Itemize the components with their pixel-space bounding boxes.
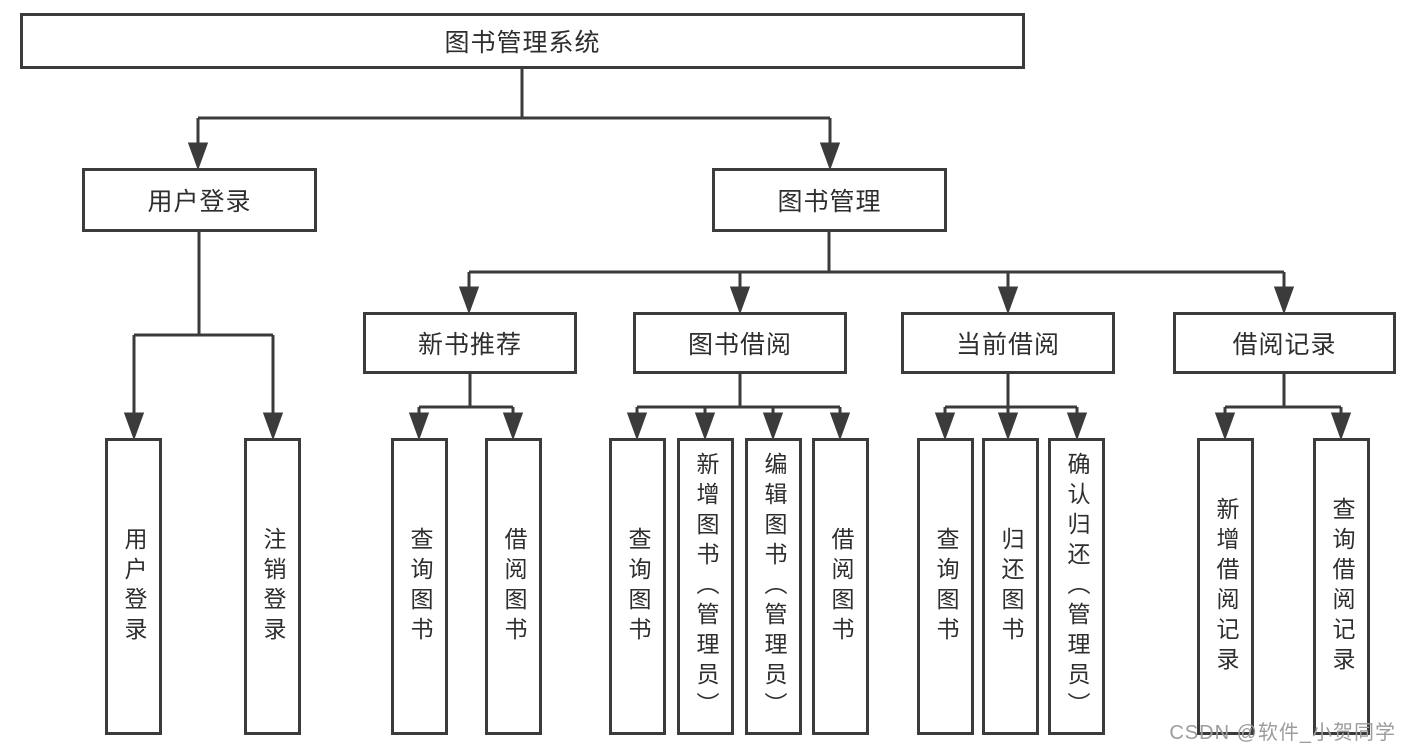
leaf-user-login: 用户登录: [105, 438, 162, 735]
node-current-borrow: 当前借阅: [901, 312, 1115, 374]
leaf-borrow-book-recommend: 借阅图书: [485, 438, 542, 735]
leaf-confirm-return-admin-label: 确认归还（管理员）: [1064, 451, 1090, 722]
leaf-confirm-return-admin: 确认归还（管理员）: [1048, 438, 1105, 735]
node-new-book-recommend: 新书推荐: [363, 312, 577, 374]
node-system-root-label: 图书管理系统: [444, 29, 601, 57]
leaf-return-book-label: 归还图书: [998, 526, 1024, 647]
leaf-borrow-book-label: 借阅图书: [828, 526, 854, 647]
leaf-add-borrow-record-label: 新增借阅记录: [1213, 496, 1239, 677]
node-book-borrow: 图书借阅: [633, 312, 847, 374]
leaf-add-book-admin-label: 新增图书（管理员）: [693, 451, 719, 722]
leaf-add-book-admin: 新增图书（管理员）: [677, 438, 734, 735]
leaf-query-book-borrow-label: 查询图书: [625, 526, 651, 647]
leaf-edit-book-admin: 编辑图书（管理员）: [745, 438, 802, 735]
leaf-query-book-current-label: 查询图书: [933, 526, 959, 647]
connector-root-to-level2: [187, 69, 841, 171]
csdn-watermark: CSDN @软件_小贺同学: [1169, 722, 1396, 744]
node-user-login: 用户登录: [82, 168, 317, 232]
leaf-query-book-recommend-label: 查询图书: [407, 526, 433, 647]
connector-user-login-branch: [123, 232, 284, 441]
connector-book-borrow-branch: [626, 374, 851, 441]
leaf-add-borrow-record: 新增借阅记录: [1197, 438, 1254, 735]
node-book-management: 图书管理: [712, 168, 947, 232]
connector-current-borrow-branch: [934, 374, 1088, 441]
leaf-return-book: 归还图书: [982, 438, 1039, 735]
leaf-borrow-book: 借阅图书: [812, 438, 869, 735]
node-new-book-recommend-label: 新书推荐: [417, 331, 522, 359]
node-book-management-label: 图书管理: [777, 188, 882, 216]
leaf-query-borrow-record-label: 查询借阅记录: [1329, 496, 1355, 677]
leaf-query-book-borrow: 查询图书: [609, 438, 666, 735]
leaf-logout: 注销登录: [244, 438, 301, 735]
node-user-login-label: 用户登录: [147, 188, 252, 216]
leaf-user-login-label: 用户登录: [121, 526, 147, 647]
node-current-borrow-label: 当前借阅: [955, 331, 1060, 359]
leaf-query-book-current: 查询图书: [917, 438, 974, 735]
connector-book-management-branch: [458, 232, 1295, 315]
leaf-logout-label: 注销登录: [260, 526, 286, 647]
connector-borrow-records-branch: [1214, 374, 1352, 441]
connector-new-book-branch: [408, 374, 524, 441]
node-borrow-records-label: 借阅记录: [1232, 331, 1337, 359]
leaf-borrow-book-recommend-label: 借阅图书: [501, 526, 527, 647]
node-borrow-records: 借阅记录: [1173, 312, 1396, 374]
leaf-query-borrow-record: 查询借阅记录: [1313, 438, 1370, 735]
node-system-root: 图书管理系统: [20, 13, 1025, 69]
leaf-query-book-recommend: 查询图书: [391, 438, 448, 735]
node-book-borrow-label: 图书借阅: [687, 331, 792, 359]
leaf-edit-book-admin-label: 编辑图书（管理员）: [761, 451, 787, 722]
